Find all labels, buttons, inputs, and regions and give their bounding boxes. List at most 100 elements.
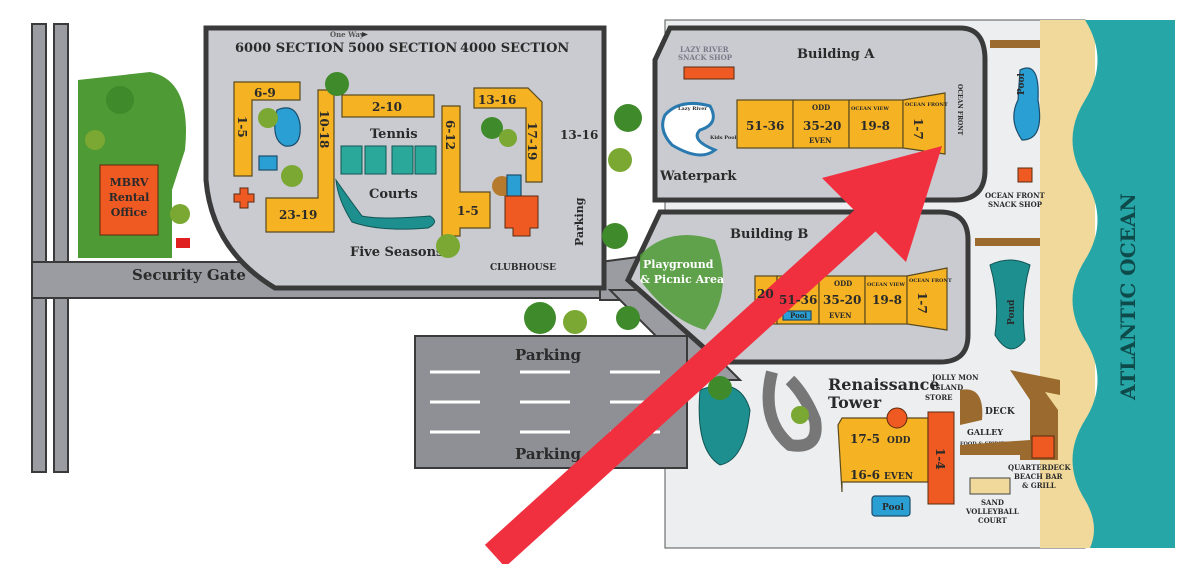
tree [614, 104, 642, 132]
jolly-mon-label: ISLAND [932, 383, 963, 392]
unit-label: 6-12 [443, 120, 457, 150]
tree [608, 148, 632, 172]
volleyball-court [969, 477, 1011, 495]
unit-label: 6-9 [254, 86, 276, 100]
section-5000: 5000 SECTION [348, 41, 457, 56]
deck-label: DECK [985, 407, 1016, 417]
volleyball-label: SAND [981, 498, 1004, 507]
tree [791, 406, 809, 424]
quarterdeck-bar [1031, 435, 1055, 459]
waterpark-label: Waterpark [659, 169, 737, 184]
lazy-river [661, 102, 718, 157]
unit-label: 1-7 [911, 118, 925, 140]
unit-label: 35-20 [803, 119, 841, 133]
tennis-courts [340, 145, 437, 175]
tree [499, 129, 517, 147]
deck [960, 389, 983, 425]
unit-label: 17-19 [525, 122, 539, 160]
snack-label: LAZY RIVER [680, 45, 729, 54]
building-a [736, 92, 946, 155]
lazy-river-snack-shop [683, 66, 735, 80]
road-west-2 [53, 23, 69, 473]
parking-label: Parking [515, 346, 581, 364]
unit-tag: EVEN [809, 136, 832, 145]
security-gate-label: Security Gate [132, 266, 246, 284]
tree [708, 376, 732, 400]
unit-label: 19-8 [872, 293, 902, 307]
clubhouse-label: CLUBHOUSE [490, 263, 556, 273]
snack-label: SNACK SHOP [678, 53, 733, 62]
ocean-front-label: OCEAN FRONT [956, 84, 963, 136]
snack-label: OCEAN FRONT [985, 191, 1046, 200]
building-b-title: Building B [730, 227, 808, 242]
pool [258, 155, 278, 171]
unit-label: 10-18 [317, 110, 331, 148]
volleyball-label: COURT [978, 516, 1007, 525]
renaissance-label: Tower [828, 393, 882, 412]
section-6000: 6000 SECTION [235, 41, 344, 56]
ocean-label: ATLANTIC OCEAN [1116, 193, 1140, 401]
loop-road [762, 370, 822, 452]
tree [258, 108, 278, 128]
rental-office [99, 164, 159, 236]
quarterdeck-label: QUARTERDECK [1008, 463, 1071, 472]
renaissance-label: Renaissance [828, 375, 940, 394]
pool-label: Pool [1017, 72, 1027, 95]
gate-booth [176, 238, 190, 248]
ocean-front-snack-shop [1017, 167, 1033, 183]
section-4000: 4000 SECTION [460, 41, 569, 56]
office-label: Office [111, 206, 148, 219]
unit-label: 51-36 [779, 293, 817, 307]
unit-label: 1-5 [235, 116, 249, 138]
tree [602, 223, 628, 249]
tennis-label: Tennis [370, 127, 418, 142]
building-6-9 [233, 81, 301, 177]
pool-label: Pool [790, 311, 807, 320]
boardwalk [975, 238, 1040, 246]
tree [281, 165, 303, 187]
unit-label: 35-20 [823, 293, 861, 307]
atlantic-ocean [1072, 20, 1175, 548]
unit-label: 19-8 [860, 119, 890, 133]
unit-label: 2-10 [372, 100, 402, 114]
unit-tag: OCEAN VIEW [867, 282, 905, 288]
tree [563, 310, 587, 334]
tree [481, 117, 503, 139]
snack-label: SNACK SHOP [988, 200, 1043, 209]
kids-pool-label: Kids Pool [710, 135, 737, 141]
unit-tag: EVEN [884, 472, 913, 482]
unit-label: 1-5 [457, 204, 479, 218]
pond-label: Pond [1007, 299, 1017, 325]
playground-label: Playground [643, 258, 714, 271]
five-seasons-pond [335, 178, 435, 230]
building-a-title: Building A [797, 47, 875, 62]
unit-tag: EVEN [829, 311, 852, 320]
jolly-mon-label: STORE [925, 393, 953, 402]
one-way-label: One Way [330, 30, 365, 39]
unit-label: 17-5 [850, 432, 880, 446]
building-b-pool [782, 310, 812, 321]
volleyball-label: VOLLEYBALL [965, 507, 1019, 516]
office-label: MBRV [110, 176, 149, 189]
unit-label: 51-36 [746, 119, 784, 133]
unit-label: 1-7 [915, 292, 929, 314]
playground-label: & Picnic Area [640, 273, 724, 286]
office-label: Rental [109, 191, 150, 204]
galley [927, 411, 955, 505]
unit-tag: OCEAN FRONT [905, 102, 948, 108]
unit-tag: ODD [887, 436, 911, 446]
unit-label: 13-16 [478, 93, 516, 107]
pond [274, 107, 301, 147]
tree [524, 302, 556, 334]
lazy-river-label: Lazy River [678, 106, 707, 112]
pond [698, 385, 751, 466]
ocean-pool [1013, 67, 1041, 141]
pool-label: Pool [882, 503, 905, 513]
pond [989, 259, 1031, 350]
building-2-10 [341, 94, 435, 118]
clubhouse [504, 195, 539, 237]
unit-label: 13-16 [560, 128, 598, 142]
courts-label: Courts [369, 187, 418, 202]
tree [106, 86, 134, 114]
